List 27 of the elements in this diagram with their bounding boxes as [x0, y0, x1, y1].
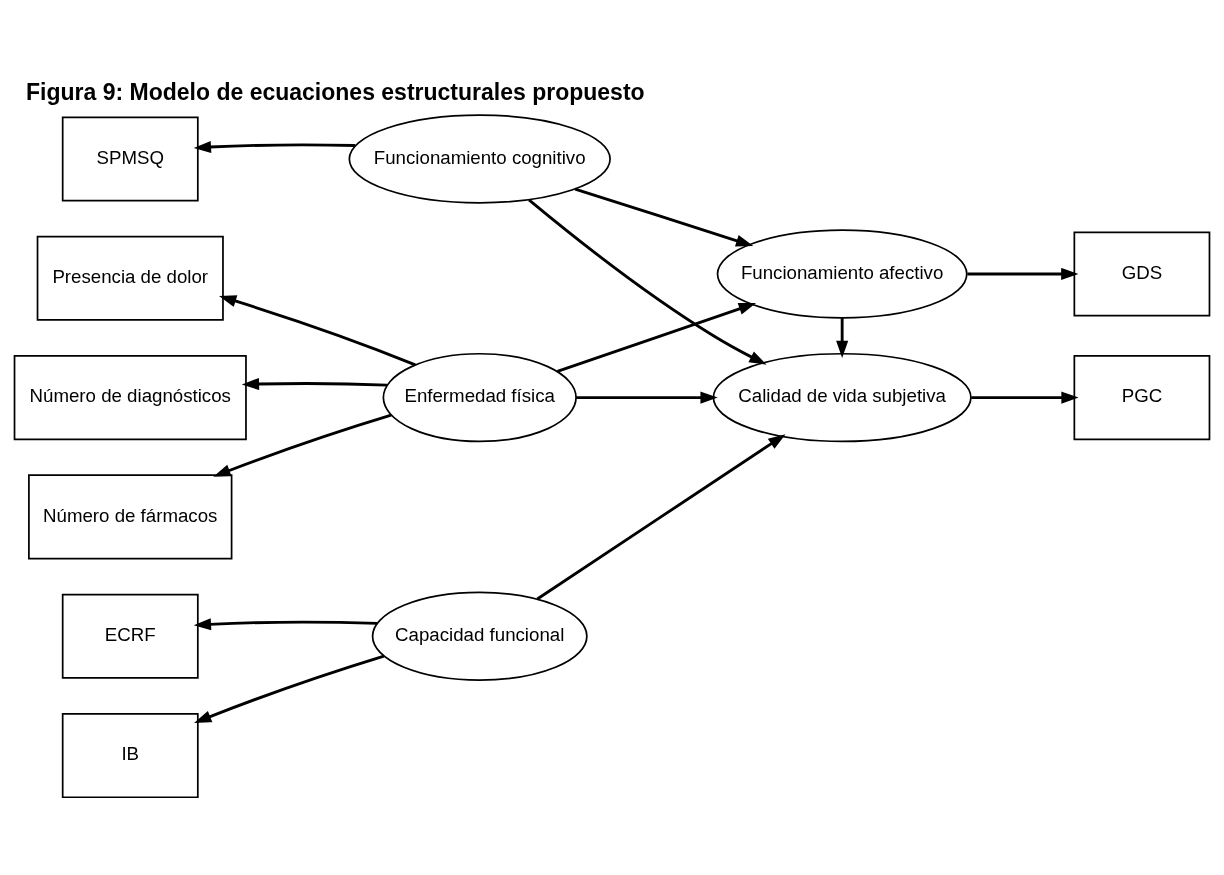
node-ellipse: Funcionamiento afectivo [716, 229, 968, 319]
arrow [528, 198, 767, 365]
arrow [193, 140, 356, 154]
node-box: Número de fármacos [28, 474, 233, 560]
node-ellipse: Enfermedad física [382, 352, 577, 443]
arrow [971, 391, 1079, 404]
node-box: SPMSQ [61, 116, 199, 202]
node-box: ECRF [61, 593, 199, 679]
node-ellipse: Funcionamiento cognitivo [348, 114, 611, 204]
arrow [967, 267, 1079, 281]
node-box: IB [61, 713, 199, 799]
node-box: GDS [1073, 231, 1211, 317]
node-box: PGC [1073, 355, 1211, 441]
arrow [574, 187, 754, 247]
arrow [836, 318, 849, 358]
node-ellipse: Capacidad funcional [371, 591, 588, 681]
arrow [241, 377, 387, 391]
arrow [193, 618, 378, 631]
arrow [536, 434, 786, 601]
arrow [576, 391, 718, 404]
arrow [213, 413, 392, 477]
arrow [556, 303, 756, 373]
diagram-title: Figura 9: Modelo de ecuaciones estructurales propuesto [26, 79, 645, 106]
arrow [194, 654, 385, 723]
arrow [219, 295, 416, 367]
node-box: Presencia de dolor [36, 235, 224, 321]
node-box: Número de diagnósticos [13, 355, 247, 441]
